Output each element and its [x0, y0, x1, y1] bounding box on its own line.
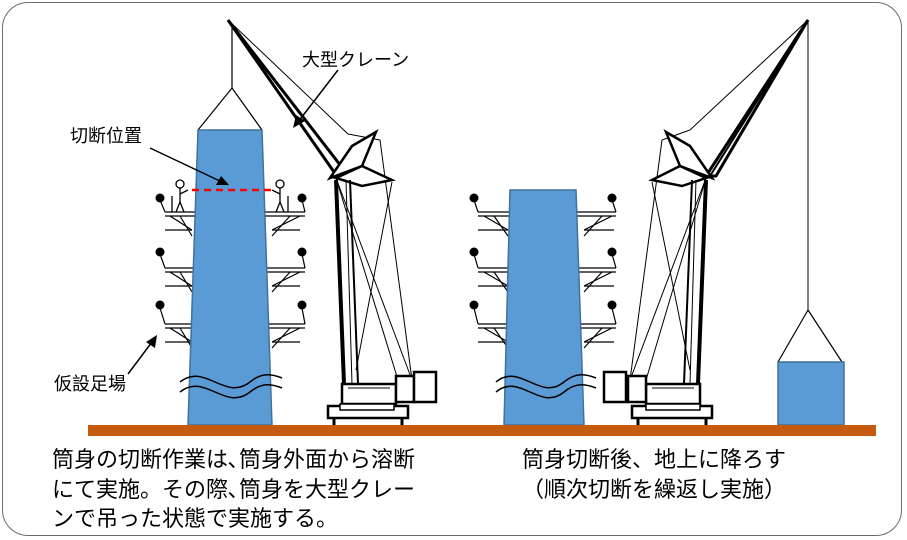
cut-position-arrow — [149, 147, 229, 185]
scaffold-label-arrow — [127, 335, 157, 375]
scaffold-label: 仮設足場 — [54, 374, 126, 395]
left-chimney — [187, 129, 273, 426]
lowered-section-rigging — [777, 309, 843, 363]
lowered-chimney-section — [777, 361, 845, 426]
caption-line: ンで吊った状態で実施する。 — [52, 507, 339, 533]
right-chimney — [503, 189, 585, 426]
left-scaffold-posts — [155, 193, 307, 310]
right-scaffold-posts — [469, 193, 617, 310]
caption-line: 筒身の切断作業は､筒身外面から溶断 — [52, 448, 416, 473]
crane-label: 大型クレーン — [302, 50, 410, 71]
left-caption: 筒身の切断作業は､筒身外面から溶断 にて実施。その際､筒身を大型クレー ンで吊っ… — [52, 446, 415, 535]
right-crane — [602, 19, 810, 425]
ground-bar — [88, 425, 876, 436]
right-break-mark — [495, 374, 597, 399]
left-break-mark — [179, 374, 283, 399]
worker-figure-left — [171, 179, 189, 213]
left-hook-rigging — [197, 28, 263, 131]
left-crane — [226, 19, 438, 425]
caption-line: にて実施。その際､筒身を大型クレー — [52, 477, 416, 503]
caption-line: （順次切断を繰返し実施） — [522, 477, 787, 503]
right-caption: 筒身切断後、地上に降ろす （順次切断を繰返し実施） — [522, 446, 786, 505]
worker-figure-right — [271, 179, 289, 213]
crane-label-arrow — [293, 69, 339, 128]
cut-position-label: 切断位置 — [70, 126, 142, 147]
caption-line: 筒身切断後、地上に降ろす — [522, 448, 787, 473]
